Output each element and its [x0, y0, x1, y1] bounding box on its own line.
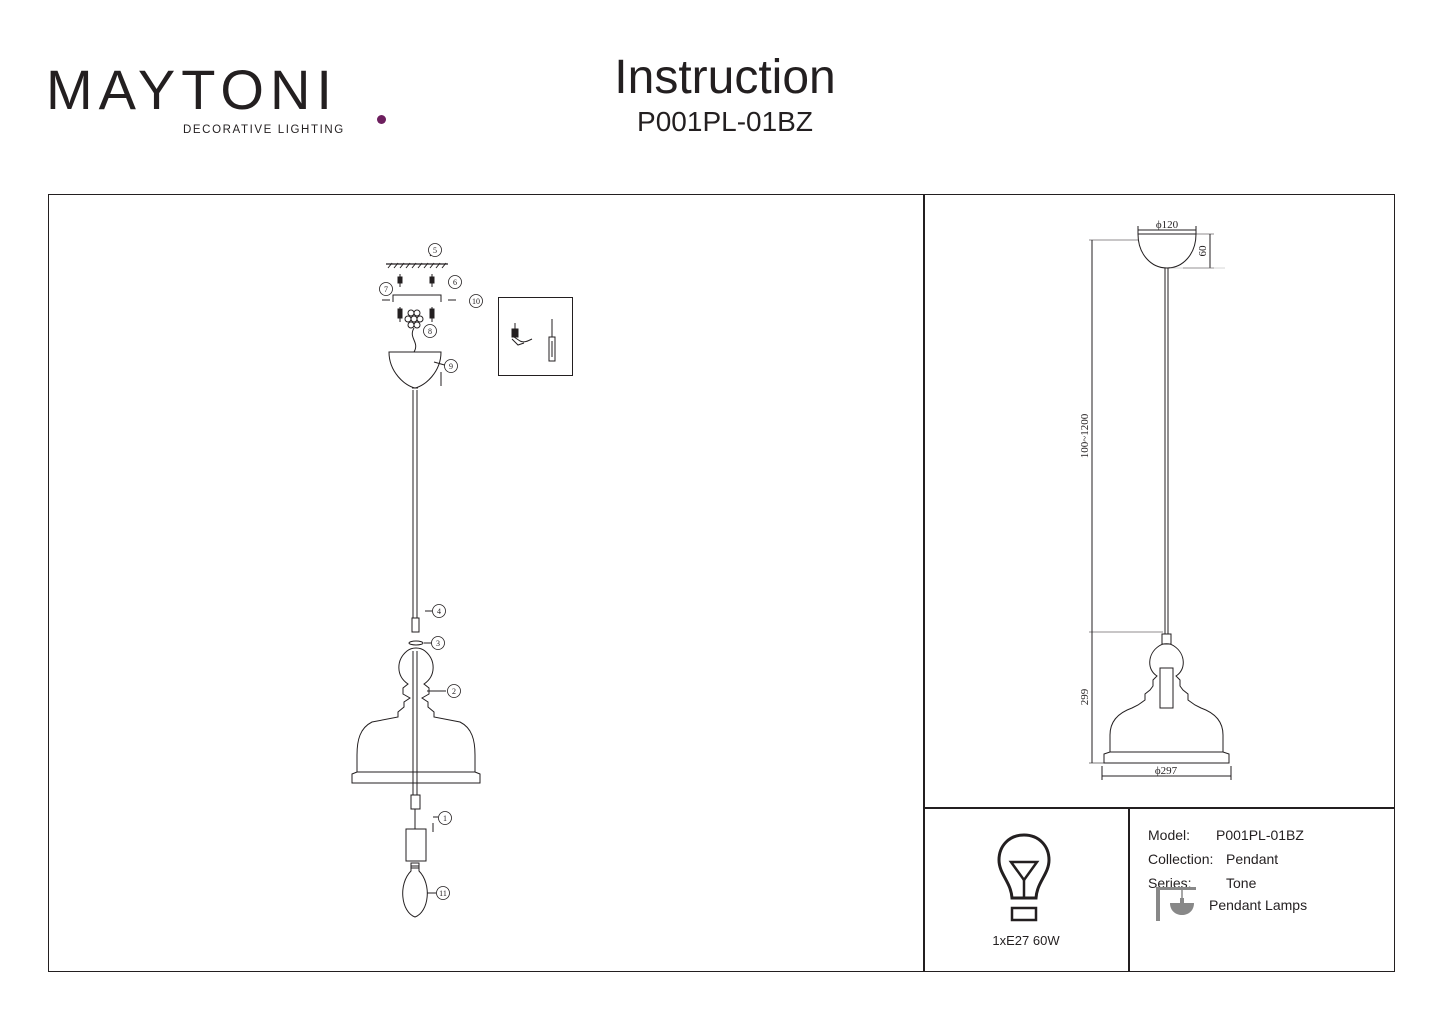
assembly-diagram: 1 2 3 4 5 6 7 8 9 10 11: [351, 243, 483, 918]
ceiling-hatch: [387, 262, 447, 269]
callout-3-circle: [431, 636, 445, 650]
dimension-drawing: ϕ120 60 100~1200 299 ϕ297: [1079, 219, 1232, 780]
callout-3: 3: [436, 639, 440, 648]
shade-shape: [351, 647, 481, 784]
callout-11-circle: [436, 886, 450, 900]
canopy-diameter-label: ϕ120: [1156, 219, 1179, 231]
callout-1-circle: [438, 811, 452, 825]
wiring-detail-inset: [498, 297, 573, 376]
lamp-height-label: 299: [1079, 688, 1091, 705]
canopy-shape: [388, 351, 442, 389]
callout-6: 6: [453, 278, 457, 287]
model-code-title: P001PL-01BZ: [637, 106, 813, 137]
model-value: P001PL-01BZ: [1216, 827, 1304, 843]
callout-8: 8: [428, 327, 432, 336]
callout-9-circle: [444, 359, 458, 373]
callout-1: 1: [443, 814, 447, 823]
callout-6-circle: [448, 275, 462, 289]
frame-divider-horizontal: [923, 807, 1395, 809]
dim-shade: [1103, 643, 1230, 764]
brand-name: MAYTONI: [46, 58, 338, 121]
pendant-lamp-icon: [1156, 887, 1196, 921]
terminal-block: [404, 309, 424, 329]
callout-4: 4: [437, 607, 441, 616]
model-label: Model:: [1148, 827, 1191, 843]
callout-11: 11: [439, 889, 447, 898]
collection-label: Collection:: [1148, 851, 1214, 867]
series-value: Tone: [1226, 875, 1257, 891]
callout-2-circle: [447, 684, 461, 698]
dim-canopy: [1137, 233, 1197, 269]
bulb-icon: [997, 833, 1051, 922]
page-title: Instruction: [614, 51, 836, 104]
callout-4-circle: [432, 604, 446, 618]
frame-divider-vertical: [923, 194, 925, 972]
frame-divider-info: [1128, 807, 1130, 972]
cable-length-label: 100~1200: [1079, 413, 1091, 458]
callout-7-circle: [379, 282, 393, 296]
brand-dot: [377, 115, 386, 124]
callout-2: 2: [452, 687, 456, 696]
callout-5-circle: [428, 243, 442, 257]
canopy-height-label: 60: [1197, 245, 1209, 257]
bulb-shape: [402, 862, 428, 918]
shade-diameter-label: ϕ297: [1155, 765, 1178, 777]
collection-value: Pendant: [1226, 851, 1279, 867]
drawing-frame: [48, 194, 1395, 972]
series-label: Series:: [1148, 875, 1192, 891]
bulb-spec: 1xE27 60W: [992, 933, 1060, 948]
callout-10: 10: [472, 297, 480, 306]
callout-10-circle: [469, 294, 483, 308]
series-type: Pendant Lamps: [1209, 897, 1308, 913]
callout-9: 9: [449, 362, 453, 371]
callout-5: 5: [433, 246, 437, 255]
callout-8-circle: [423, 324, 437, 338]
brand-logo: MAYTONI DECORATIVE LIGHTING: [46, 58, 386, 138]
callout-7: 7: [384, 285, 388, 294]
brand-tagline: DECORATIVE LIGHTING: [183, 124, 345, 136]
